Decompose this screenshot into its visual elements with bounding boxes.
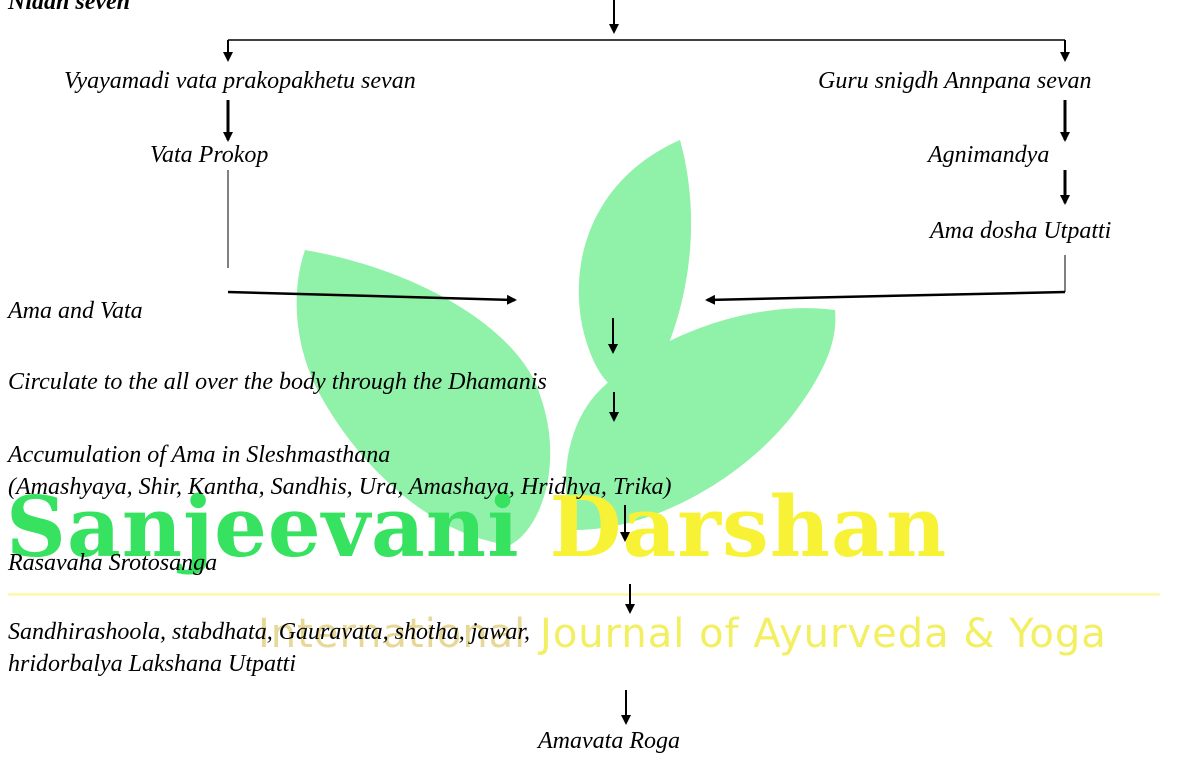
node-right-cause: Guru snigdh Annpana sevan xyxy=(818,66,1092,96)
node-nidan-seven: Nidan seven xyxy=(8,0,130,17)
node-agnimandya: Agnimandya xyxy=(928,140,1049,170)
node-rasavaha-srotosanga: Rasavaha Srotosanga xyxy=(8,548,217,578)
node-ama-and-vata: Ama and Vata xyxy=(8,296,143,326)
node-lakshana-line1: Sandhirashoola, stabdhata, Gauravata, sh… xyxy=(8,617,530,647)
arrow-vata-to-merge xyxy=(228,292,515,300)
arrow-ama-to-merge xyxy=(707,292,1065,300)
node-lakshana-line2: hridorbalya Lakshana Utpatti xyxy=(8,649,296,679)
node-ama-dosha-utpatti: Ama dosha Utpatti xyxy=(930,216,1111,246)
node-circulate: Circulate to the all over the body throu… xyxy=(8,367,547,397)
node-amavata-roga: Amavata Roga xyxy=(538,726,680,756)
node-left-cause: Vyayamadi vata prakopakhetu sevan xyxy=(64,66,416,96)
node-vata-prokop: Vata Prokop xyxy=(150,140,268,170)
node-accumulation-sites: (Amashyaya, Shir, Kantha, Sandhis, Ura, … xyxy=(8,472,672,502)
node-accumulation: Accumulation of Ama in Sleshmasthana xyxy=(8,440,390,470)
